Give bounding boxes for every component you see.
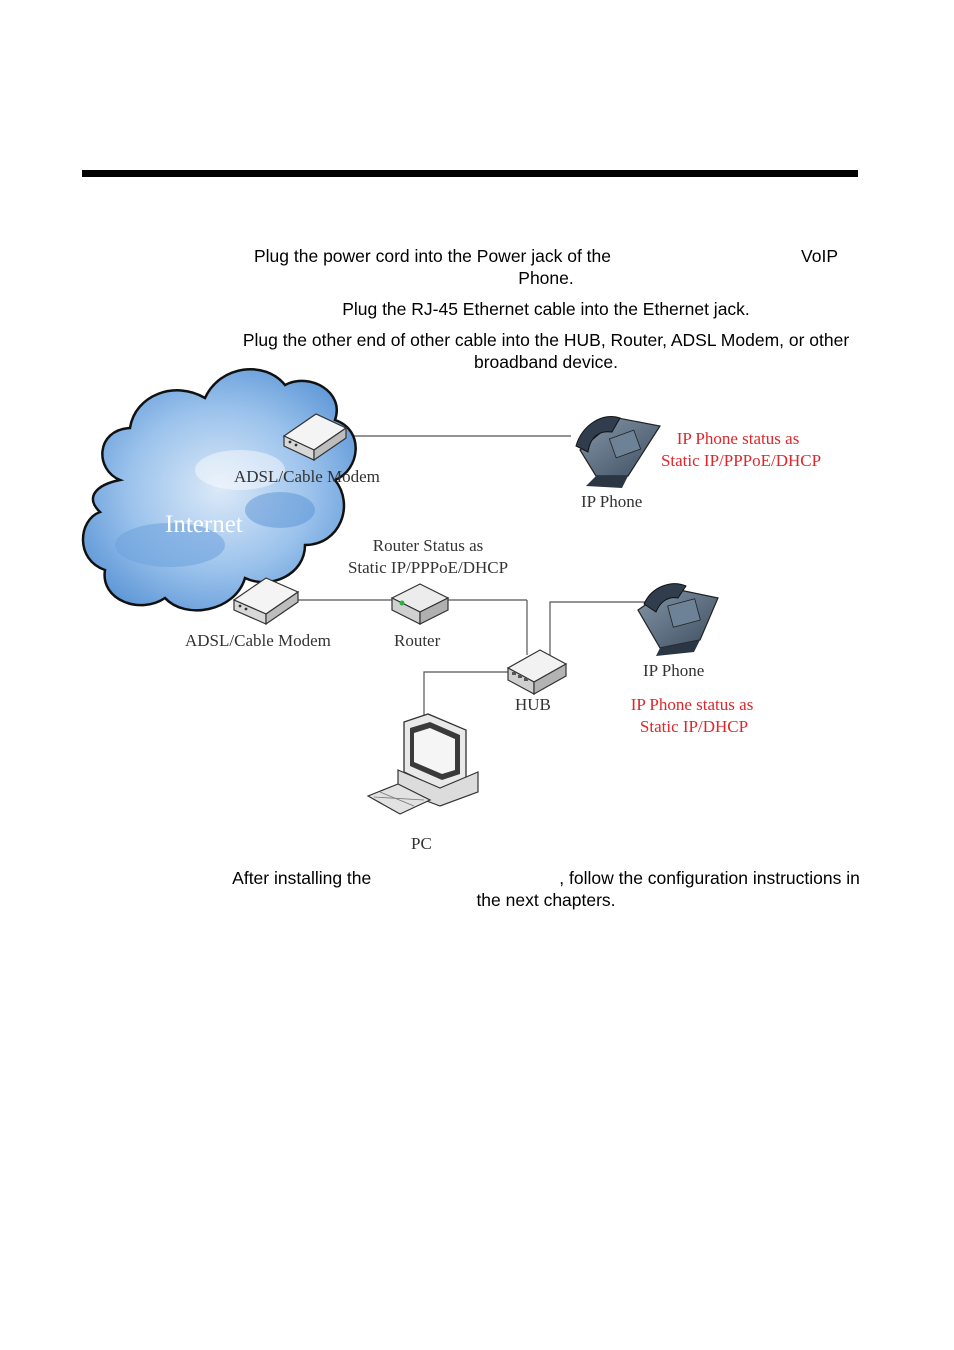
internet-label: Internet (165, 511, 243, 538)
router-label: Router (394, 631, 441, 650)
final-pre: After installing the (232, 868, 371, 888)
bottom-ip-phone-label: IP Phone (643, 661, 704, 680)
bottom-phone-status-line-2: Static IP/DHCP (640, 717, 748, 736)
top-ip-phone-label: IP Phone (581, 492, 642, 511)
top-ip-phone-icon (576, 416, 660, 488)
router-status-line-1: Router Status as (373, 536, 484, 555)
bottom-modem-label: ADSL/Cable Modem (185, 631, 331, 650)
pc-icon (368, 714, 478, 814)
top-modem-label: ADSL/Cable Modem (234, 467, 380, 486)
router-icon (392, 584, 448, 624)
hub-icon (508, 650, 566, 694)
pc-label: PC (411, 834, 432, 853)
top-phone-status-line-1: IP Phone status as (677, 429, 800, 448)
final-post: , follow the configuration instructions … (476, 868, 859, 910)
bottom-phone-status-line-1: IP Phone status as (631, 695, 754, 714)
closing-instruction: After installing the , follow the configu… (218, 867, 874, 911)
top-phone-status-line-2: Static IP/PPPoE/DHCP (661, 451, 821, 470)
router-status-line-2: Static IP/PPPoE/DHCP (348, 558, 508, 577)
internet-cloud-icon (83, 369, 356, 610)
hub-label: HUB (515, 695, 551, 714)
bottom-ip-phone-icon (638, 584, 718, 656)
